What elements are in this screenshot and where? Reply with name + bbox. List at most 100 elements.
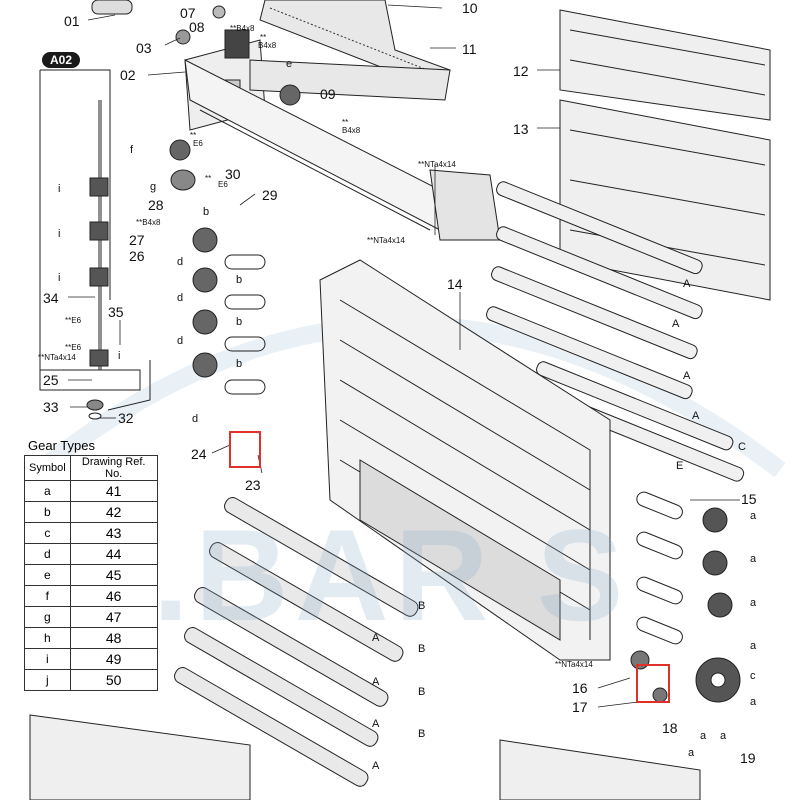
gear-symbol-a-r2: a (750, 553, 757, 565)
part-label-26: 26 (129, 248, 145, 264)
comb-12 (559, 9, 771, 121)
right-gear-stack (630, 507, 741, 703)
screw-note-e6-4: **E6 (65, 343, 82, 352)
gear-symbol-a-b2: a (720, 730, 727, 742)
gear-symbol-cell: j (24, 669, 71, 691)
end-bracket (429, 169, 501, 241)
roller-letter-a-5: A (372, 632, 380, 644)
part-label-02: 02 (120, 67, 136, 83)
gear-table-header-ref: Drawing Ref. No. (69, 455, 158, 481)
roller-letter-a-6: A (372, 676, 380, 688)
leader-lines (68, 4, 740, 708)
gear-symbol-a-r3: a (750, 597, 757, 609)
gear-symbol-a-r1: a (750, 510, 757, 522)
part-label-23: 23 (245, 477, 261, 493)
gear-symbol-i-1: i (58, 183, 61, 195)
part-label-09: 09 (320, 86, 336, 102)
part-label-08: 08 (189, 19, 205, 35)
part-label-10: 10 (462, 0, 478, 16)
part-label-11: 11 (462, 41, 477, 57)
gear-symbol-cell: f (24, 585, 71, 607)
gear-symbol-i-2: i (58, 228, 61, 240)
screw-note-nta-2: **NTa4x14 (367, 236, 405, 245)
screw-note-nta-3: **NTa4x14 (38, 353, 76, 362)
gear-symbol-cell: a (24, 480, 71, 502)
right-belts (636, 491, 683, 645)
gear-ref-cell: 49 (69, 648, 158, 670)
part-label-01: 01 (64, 13, 80, 29)
roller-letter-a-7: A (372, 718, 380, 730)
gear-ref-cell: 43 (69, 522, 158, 544)
gear-ref-cell: 48 (69, 627, 158, 649)
roller-letter-b-1: B (418, 600, 426, 612)
gear-symbol-cell: g (24, 606, 71, 628)
part-label-17: 17 (572, 699, 588, 715)
roller-letter-b-4: B (418, 728, 426, 740)
part-label-30: 30 (225, 166, 241, 182)
part-label-27: 27 (129, 232, 145, 248)
roller-letter-b-3: B (418, 686, 426, 698)
gear-symbol-c: c (750, 670, 756, 682)
gear-symbol-i-4: i (118, 350, 121, 362)
roller-letter-a-2: A (672, 318, 680, 330)
part-label-32: 32 (118, 410, 134, 426)
gear-symbol-b-1: b (203, 206, 210, 218)
part-label-15: 15 (741, 491, 757, 507)
part-label-07: 07 (180, 5, 196, 21)
gear-table-header-symbol: Symbol (24, 455, 71, 481)
bottom-combs (29, 714, 701, 800)
part-label-13: 13 (513, 121, 529, 137)
gear-symbol-cell: d (24, 543, 71, 565)
gear-symbol-a-r4: a (750, 640, 757, 652)
screw-note-e6-3: **E6 (65, 316, 82, 325)
gear-symbol-d-2: d (177, 292, 184, 304)
gear-ref-cell: 44 (69, 543, 158, 565)
gear-symbol-cell: h (24, 627, 71, 649)
gear-ref-cell: 46 (69, 585, 158, 607)
screw-note-nta-1: **NTa4x14 (418, 160, 456, 169)
screw-note-nta-4: **NTa4x14 (555, 660, 593, 669)
gear-symbol-f: f (130, 144, 134, 156)
gear-symbol-d-1: d (177, 256, 184, 268)
screw-note-e6: E6 (193, 139, 203, 148)
part-label-16: 16 (572, 680, 588, 696)
gear-symbol-cell: c (24, 522, 71, 544)
roller-letter-b-2: B (418, 643, 426, 655)
gear-ref-cell: 47 (69, 606, 158, 628)
gear-symbol-a-b3: a (688, 747, 695, 759)
part-label-28: 28 (148, 197, 164, 213)
gear-symbol-b-3: b (236, 316, 243, 328)
upper-rollers (486, 181, 745, 482)
screw-note-b4x8-b: B4x8 (258, 41, 277, 50)
assembly-tag: A02 (42, 52, 80, 68)
gear-symbol-b-2: b (236, 274, 243, 286)
gear-symbol-i-3: i (58, 272, 61, 284)
gear-ref-cell: 45 (69, 564, 158, 586)
left-gear-stack (169, 84, 301, 378)
part-label-19: 19 (740, 750, 756, 766)
screw-note-e6-star: ** (190, 131, 197, 140)
gear-symbol-a-b1: a (700, 730, 707, 742)
part-label-25: 25 (43, 372, 59, 388)
part-label-34: 34 (43, 290, 59, 306)
gear-types-title: Gear Types (28, 438, 95, 453)
gear-symbol-b-4: b (236, 358, 243, 370)
part-label-24: 24 (191, 446, 207, 462)
part-label-33: 33 (43, 399, 59, 415)
main-frame (319, 259, 611, 661)
screw-note-b4x8-star-2: ** (342, 118, 349, 127)
part-label-18: 18 (662, 720, 678, 736)
gear-symbol-cell: b (24, 501, 71, 523)
part-label-35: 35 (108, 304, 124, 320)
